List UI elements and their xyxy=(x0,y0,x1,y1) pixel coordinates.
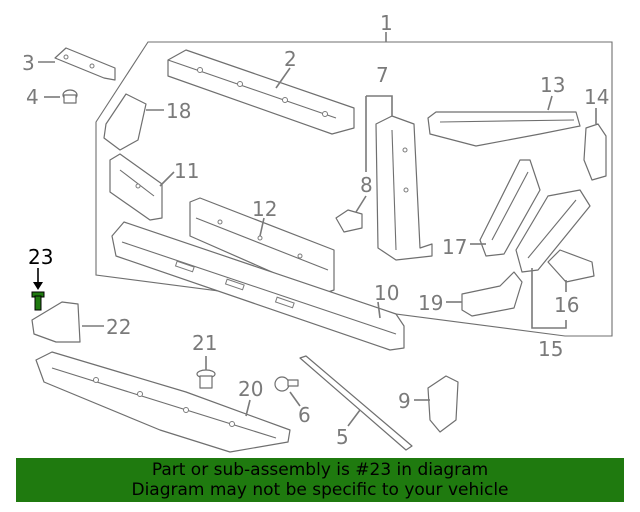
callout-18: 18 xyxy=(166,99,191,123)
leader-12 xyxy=(259,217,265,237)
callout-19: 19 xyxy=(418,291,443,315)
callout-22: 22 xyxy=(106,315,131,339)
assembly-1-boundary xyxy=(95,41,613,337)
leader-2 xyxy=(275,67,291,89)
part-13-upper-right-bar[interactable] xyxy=(427,111,581,147)
callout-13: 13 xyxy=(540,73,565,97)
leader-23-arrow xyxy=(33,282,43,290)
callout-15: 15 xyxy=(538,337,563,361)
part-5-rod[interactable] xyxy=(299,355,413,451)
banner-line-2: Diagram may not be specific to your vehi… xyxy=(131,480,509,500)
part-6-bolt[interactable] xyxy=(274,376,299,392)
part-8-clip[interactable] xyxy=(335,209,363,233)
callout-2: 2 xyxy=(284,47,297,71)
leader-6 xyxy=(289,391,301,407)
part-10-lower-front-beam[interactable] xyxy=(111,221,405,351)
part-9-bracket[interactable] xyxy=(427,375,459,433)
callout-8: 8 xyxy=(360,173,373,197)
leader-20 xyxy=(245,399,251,417)
callout-6: 6 xyxy=(298,403,311,427)
part-3-bracket[interactable] xyxy=(54,47,116,81)
part-11-left-support[interactable] xyxy=(109,153,163,221)
leader-5 xyxy=(347,409,361,427)
callout-11: 11 xyxy=(174,159,199,183)
part-19-lower-right-bracket[interactable] xyxy=(461,271,523,317)
part-12-middle-beam[interactable] xyxy=(189,197,335,295)
callout-9: 9 xyxy=(398,389,411,413)
leader-15 xyxy=(531,268,567,329)
part-23-push-clip[interactable] xyxy=(31,291,45,311)
callout-23: 23 xyxy=(28,245,53,269)
part-14-right-bracket[interactable] xyxy=(583,123,607,181)
callout-4: 4 xyxy=(26,85,39,109)
callout-5: 5 xyxy=(336,425,349,449)
callout-16: 16 xyxy=(554,293,579,317)
leader-10 xyxy=(377,301,381,319)
part-16-right-clip[interactable] xyxy=(547,249,595,283)
callout-1: 1 xyxy=(380,11,393,35)
part-2-upper-crossmember[interactable] xyxy=(167,49,355,135)
part-7-vertical-support[interactable] xyxy=(375,115,433,261)
leader-7 xyxy=(366,95,393,116)
leader-8 xyxy=(355,195,367,213)
callout-10: 10 xyxy=(374,281,399,305)
info-banner: Part or sub-assembly is #23 in diagram D… xyxy=(16,458,624,502)
part-21-clip[interactable] xyxy=(196,369,216,389)
callout-12: 12 xyxy=(252,197,277,221)
callout-14: 14 xyxy=(584,85,609,109)
leader-11 xyxy=(159,171,175,187)
callout-21: 21 xyxy=(192,331,217,355)
callout-17: 17 xyxy=(442,235,467,259)
part-17-diagonal-bracket[interactable] xyxy=(479,159,541,257)
callout-3: 3 xyxy=(22,51,35,75)
callout-7: 7 xyxy=(376,63,389,87)
part-20-splash-shield[interactable] xyxy=(35,351,291,453)
part-18-side-bracket[interactable] xyxy=(103,93,147,151)
part-22-left-shroud[interactable] xyxy=(31,301,81,343)
leader-13 xyxy=(547,95,553,111)
part-15-right-member[interactable] xyxy=(515,189,591,273)
banner-line-1: Part or sub-assembly is #23 in diagram xyxy=(151,460,489,480)
part-4-bolt[interactable] xyxy=(62,89,78,104)
callout-20: 20 xyxy=(238,377,263,401)
